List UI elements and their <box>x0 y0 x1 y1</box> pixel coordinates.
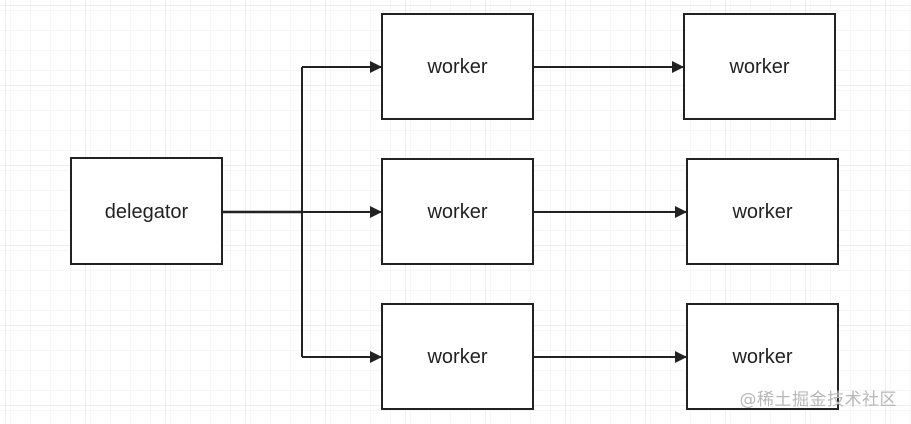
node-worker-5: worker <box>686 158 839 265</box>
node-worker-2: worker <box>381 158 534 265</box>
node-worker-3: worker <box>381 303 534 410</box>
node-worker-6: worker <box>686 303 839 410</box>
node-delegator: delegator <box>70 157 223 265</box>
node-worker-4-label: worker <box>728 56 789 78</box>
node-worker-3-label: worker <box>426 346 487 368</box>
node-delegator-label: delegator <box>105 201 189 223</box>
node-worker-6-label: worker <box>731 346 792 368</box>
node-worker-1: worker <box>381 13 534 120</box>
node-worker-1-label: worker <box>426 56 487 78</box>
node-worker-2-label: worker <box>426 201 487 223</box>
watermark-text: @稀土掘金技术社区 <box>739 390 897 410</box>
node-worker-5-label: worker <box>731 201 792 223</box>
node-worker-4: worker <box>683 13 836 120</box>
